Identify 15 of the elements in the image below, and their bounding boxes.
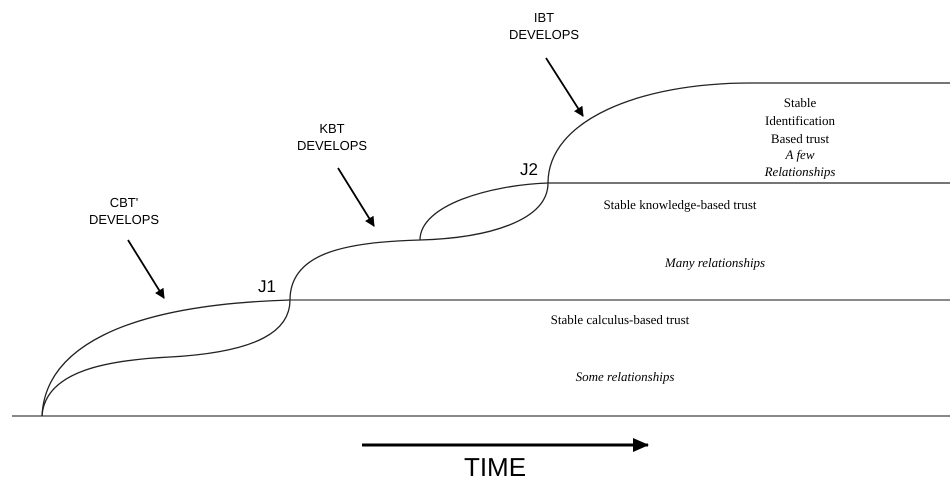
region-label: Stable Identification Based trust xyxy=(764,94,836,148)
arrow xyxy=(127,240,165,299)
arrow xyxy=(337,168,375,227)
junction-label: J2 xyxy=(519,159,539,181)
annotation-text: IBT DEVELOPS xyxy=(502,9,586,58)
arrow xyxy=(545,58,584,117)
region-note: A few Relationships xyxy=(764,146,836,180)
region-label: Stable calculus-based trust xyxy=(550,311,690,329)
region-label: Stable knowledge-based trust xyxy=(602,196,758,214)
axis-title: TIME xyxy=(462,452,528,482)
junction-label: J1 xyxy=(257,276,277,298)
annotation-text: KBT DEVELOPS xyxy=(290,120,374,168)
region-note: Many relationships xyxy=(664,254,766,271)
annotation-text: CBT' DEVELOPS xyxy=(82,194,166,240)
region-note: Some relationships xyxy=(574,368,676,385)
